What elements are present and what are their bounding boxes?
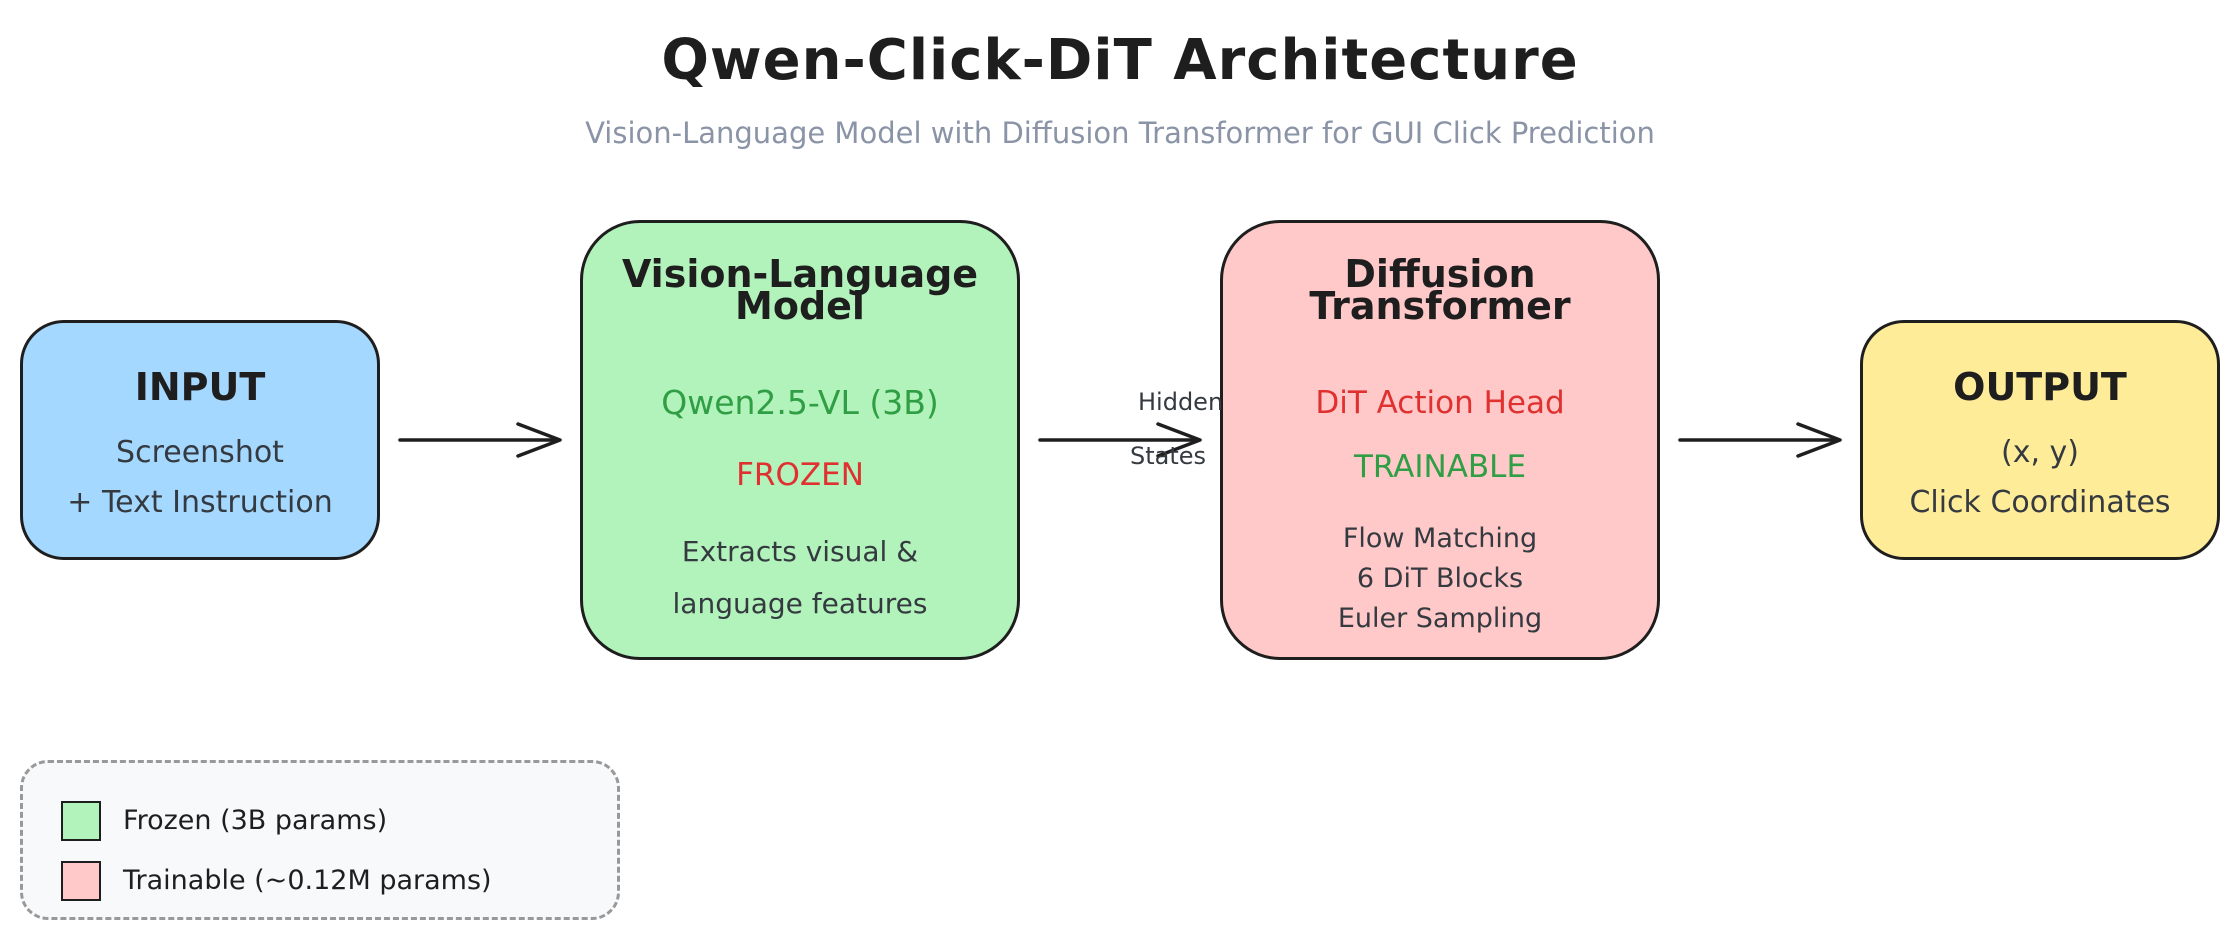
output-node-line-2: Click Coordinates: [1909, 485, 2171, 520]
output-node-line-1: (x, y): [2001, 435, 2079, 470]
diffusion-transformer-node: Diffusion Transformer DiT Action Head TR…: [1220, 220, 1660, 660]
legend: Frozen (3B params) Trainable (~0.12M par…: [20, 760, 620, 920]
legend-label-frozen: Frozen (3B params): [123, 805, 388, 836]
arrow-vlm-to-dit: [1038, 422, 1202, 458]
edge-label-states: States: [1130, 442, 1207, 470]
arrow-dit-to-output: [1678, 422, 1842, 458]
arrow-input-to-vlm: [398, 422, 562, 458]
input-node-line-2: + Text Instruction: [67, 485, 333, 520]
dit-node-title-line-2: Transformer: [1309, 284, 1571, 328]
edge-label-hidden: Hidden: [1138, 388, 1224, 416]
legend-swatch-trainable: [61, 861, 101, 901]
vlm-desc-line-2: language features: [672, 587, 928, 620]
vlm-status-frozen: FROZEN: [736, 457, 864, 493]
dit-detail-line-2: 6 DiT Blocks: [1356, 563, 1524, 594]
vlm-node-title-line-1: Vision-Language: [621, 252, 979, 296]
vlm-desc-line-1: Extracts visual &: [681, 535, 919, 568]
input-node: INPUT Screenshot + Text Instruction: [20, 320, 380, 560]
dit-detail-line-1: Flow Matching: [1342, 523, 1538, 554]
diagram-subtitle: Vision-Language Model with Diffusion Tra…: [585, 116, 1655, 150]
dit-head-name: DiT Action Head: [1315, 385, 1565, 421]
input-node-line-1: Screenshot: [116, 435, 284, 470]
legend-label-trainable: Trainable (~0.12M params): [123, 865, 492, 896]
legend-swatch-frozen: [61, 801, 101, 841]
output-node: OUTPUT (x, y) Click Coordinates: [1860, 320, 2220, 560]
dit-status-trainable: TRAINABLE: [1353, 449, 1527, 485]
vlm-node-title-line-2: Model: [735, 284, 865, 328]
input-node-title: INPUT: [134, 365, 266, 409]
output-node-title: OUTPUT: [1953, 365, 2127, 409]
vision-language-model-node: Vision-Language Model Qwen2.5-VL (3B) FR…: [580, 220, 1020, 660]
dit-detail-line-3: Euler Sampling: [1337, 603, 1543, 634]
vlm-model-name: Qwen2.5-VL (3B): [661, 383, 939, 422]
dit-node-title-line-1: Diffusion: [1344, 252, 1536, 296]
diagram-title: Qwen-Click-DiT Architecture: [661, 28, 1579, 93]
